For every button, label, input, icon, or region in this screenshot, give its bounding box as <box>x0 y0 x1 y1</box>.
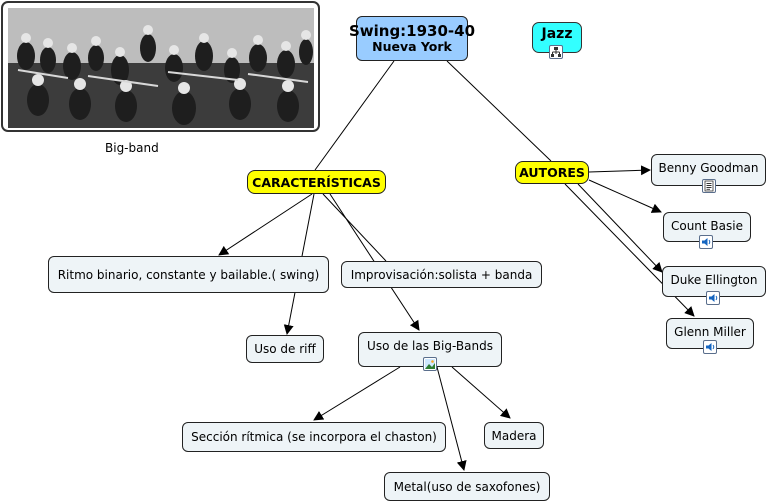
autores-label: AUTORES <box>519 165 585 180</box>
link-autores-basie <box>588 179 662 213</box>
link-caracteristicas-improvisacion <box>322 193 387 262</box>
link-root-autores <box>446 60 552 162</box>
link-root-caracteristicas <box>314 60 395 171</box>
autor-duke-ellington-label: Duke Ellington <box>670 273 758 287</box>
metal-label: Metal(uso de saxofones) <box>393 479 541 494</box>
autor-benny-goodman-label: Benny Goodman <box>658 161 759 175</box>
photo-caption: Big-band <box>105 141 159 155</box>
madera-node[interactable]: Madera <box>484 422 544 449</box>
link-bigbands-madera <box>451 366 511 419</box>
link-caracteristicas-ritmo <box>218 193 313 256</box>
improvisacion-node[interactable]: Improvisación:solista + banda <box>341 261 542 288</box>
ritmo-node[interactable]: Ritmo binario, constante y bailable.( sw… <box>48 256 329 293</box>
metal-node[interactable]: Metal(uso de saxofones) <box>384 472 550 501</box>
link-autores-benny <box>588 165 651 176</box>
root-subtitle: Nueva York <box>372 38 452 54</box>
jazz-label: Jazz <box>541 26 573 42</box>
big-band-photo-frame <box>1 1 320 132</box>
image-icon[interactable] <box>423 357 437 371</box>
ritmo-label: Ritmo binario, constante y bailable.( sw… <box>57 267 320 282</box>
speaker-icon[interactable] <box>703 340 717 354</box>
root-node-swing[interactable]: Swing:1930-40 Nueva York <box>349 16 475 61</box>
link-autores-ellington <box>577 183 663 273</box>
autor-glenn-miller-label: Glenn Miller <box>674 325 746 339</box>
autor-count-basie-label: Count Basie <box>670 219 743 233</box>
seccion-ritmica-label: Sección rítmica (se incorpora el chaston… <box>191 430 437 444</box>
big-band-photo-image <box>8 8 314 128</box>
riff-node[interactable]: Uso de riff <box>246 335 324 363</box>
sitemap-icon[interactable] <box>549 45 563 59</box>
autores-node[interactable]: AUTORES <box>515 161 589 184</box>
speaker-icon[interactable] <box>706 291 720 305</box>
link-bigbands-seccion <box>313 366 401 421</box>
caracteristicas-label: CARACTERÍSTICAS <box>252 174 381 190</box>
caracteristicas-node[interactable]: CARACTERÍSTICAS <box>247 170 386 194</box>
seccion-ritmica-node[interactable]: Sección rítmica (se incorpora el chaston… <box>182 422 446 452</box>
speaker-icon[interactable] <box>699 235 713 249</box>
document-icon[interactable] <box>702 179 716 193</box>
link-bigbands-metal <box>436 366 467 471</box>
big-band-photo <box>8 8 314 128</box>
riff-label: Uso de riff <box>254 342 316 356</box>
improvisacion-label: Improvisación:solista + banda <box>350 267 533 282</box>
madera-label: Madera <box>491 428 537 443</box>
bigbands-label: Uso de las Big-Bands <box>367 339 493 353</box>
root-title: Swing:1930-40 <box>348 21 476 40</box>
